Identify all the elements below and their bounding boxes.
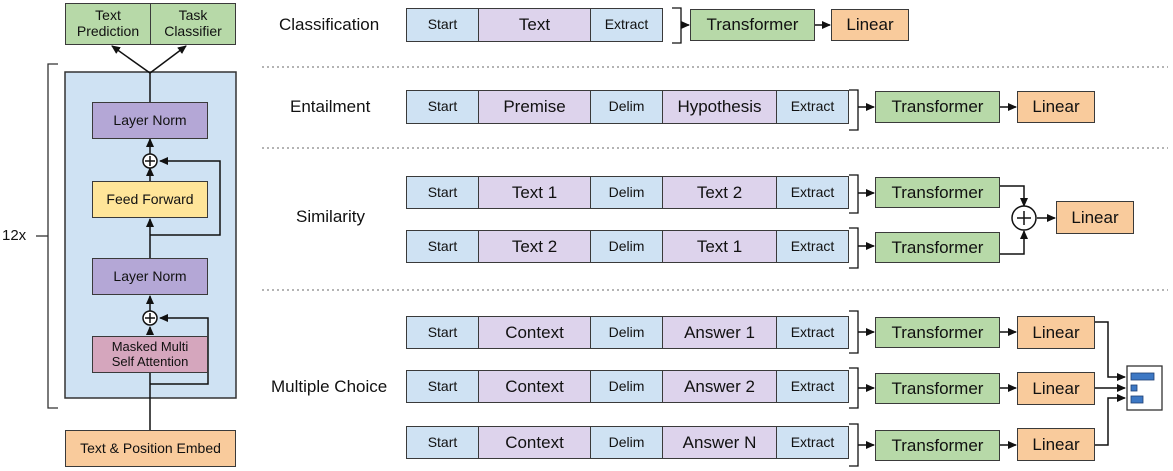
token-text: Text — [478, 8, 591, 42]
token-delim: Delim — [590, 90, 663, 124]
architecture-arrows — [111, 45, 221, 430]
transformer-block: Transformer — [875, 177, 1000, 208]
linear-block: Linear — [1017, 91, 1095, 123]
task-label-classification: Classification — [279, 15, 380, 34]
task-classifier-line1: Task — [178, 7, 208, 24]
transformer-block: Transformer — [875, 91, 1000, 123]
token-answer-1: Answer 1 — [662, 316, 777, 349]
text-prediction-line2: Prediction — [76, 23, 140, 39]
feed-forward-block: Feed Forward — [92, 181, 208, 218]
transformer-block: Transformer — [875, 232, 1000, 263]
softmax-bars-icon — [1126, 365, 1163, 411]
token-delim: Delim — [590, 230, 663, 263]
transformer-block: Transformer — [875, 430, 1000, 461]
task-label-similarity: Similarity — [296, 207, 365, 226]
linear-block: Linear — [831, 9, 909, 41]
task-classifier-line2: Classifier — [164, 23, 222, 39]
linear-block: Linear — [1056, 201, 1134, 234]
token-start: Start — [406, 370, 479, 403]
flow-arrows — [681, 21, 1126, 449]
token-text-1: Text 1 — [662, 230, 777, 263]
token-start: Start — [406, 316, 479, 349]
layer-norm-bottom: Layer Norm — [92, 258, 208, 295]
token-delim: Delim — [590, 316, 663, 349]
masked-self-attention-block: Masked Multi Self Attention — [92, 336, 208, 373]
task-label-multiple-choice: Multiple Choice — [271, 377, 388, 396]
token-hypothesis: Hypothesis — [662, 90, 777, 124]
text-prediction-head: Text Prediction — [65, 3, 151, 45]
token-start: Start — [406, 426, 479, 459]
residual-add-circles — [142, 153, 158, 326]
token-context: Context — [478, 426, 591, 459]
transformer-block: Transformer — [875, 373, 1000, 404]
similarity-plus-circle — [1011, 205, 1037, 231]
token-start: Start — [406, 8, 479, 42]
linear-block: Linear — [1017, 372, 1095, 405]
transformer-block: Transformer — [875, 317, 1000, 348]
token-extract: Extract — [776, 176, 849, 209]
token-extract: Extract — [776, 90, 849, 124]
token-start: Start — [406, 176, 479, 209]
token-extract: Extract — [776, 426, 849, 459]
token-extract: Extract — [776, 370, 849, 403]
token-premise: Premise — [478, 90, 591, 124]
token-delim: Delim — [590, 370, 663, 403]
token-delim: Delim — [590, 176, 663, 209]
token-text-1: Text 1 — [478, 176, 591, 209]
token-extract: Extract — [590, 8, 663, 42]
token-context: Context — [478, 370, 591, 403]
linear-block: Linear — [1017, 428, 1095, 461]
dotted-separators — [262, 66, 1168, 291]
token-delim: Delim — [590, 426, 663, 459]
task-label-entailment: Entailment — [290, 97, 371, 116]
transformer-block: Transformer — [690, 9, 815, 41]
linear-block: Linear — [1017, 316, 1095, 349]
token-text-2: Text 2 — [478, 230, 591, 263]
token-context: Context — [478, 316, 591, 349]
text-prediction-line1: Text — [95, 7, 121, 24]
layer-norm-top: Layer Norm — [92, 102, 208, 139]
attention-line2: Self Attention — [111, 353, 189, 369]
repeat-bracket — [36, 63, 58, 409]
token-answer-2: Answer 2 — [662, 370, 777, 403]
token-answer-n: Answer N — [662, 426, 777, 459]
token-text-2: Text 2 — [662, 176, 777, 209]
repeat-label: 12x — [2, 227, 27, 244]
token-start: Start — [406, 90, 479, 124]
token-start: Start — [406, 230, 479, 263]
attention-line1: Masked Multi — [111, 338, 189, 354]
task-classifier-head: Task Classifier — [150, 3, 236, 45]
text-position-embed: Text & Position Embed — [65, 430, 236, 467]
token-extract: Extract — [776, 230, 849, 263]
token-extract: Extract — [776, 316, 849, 349]
